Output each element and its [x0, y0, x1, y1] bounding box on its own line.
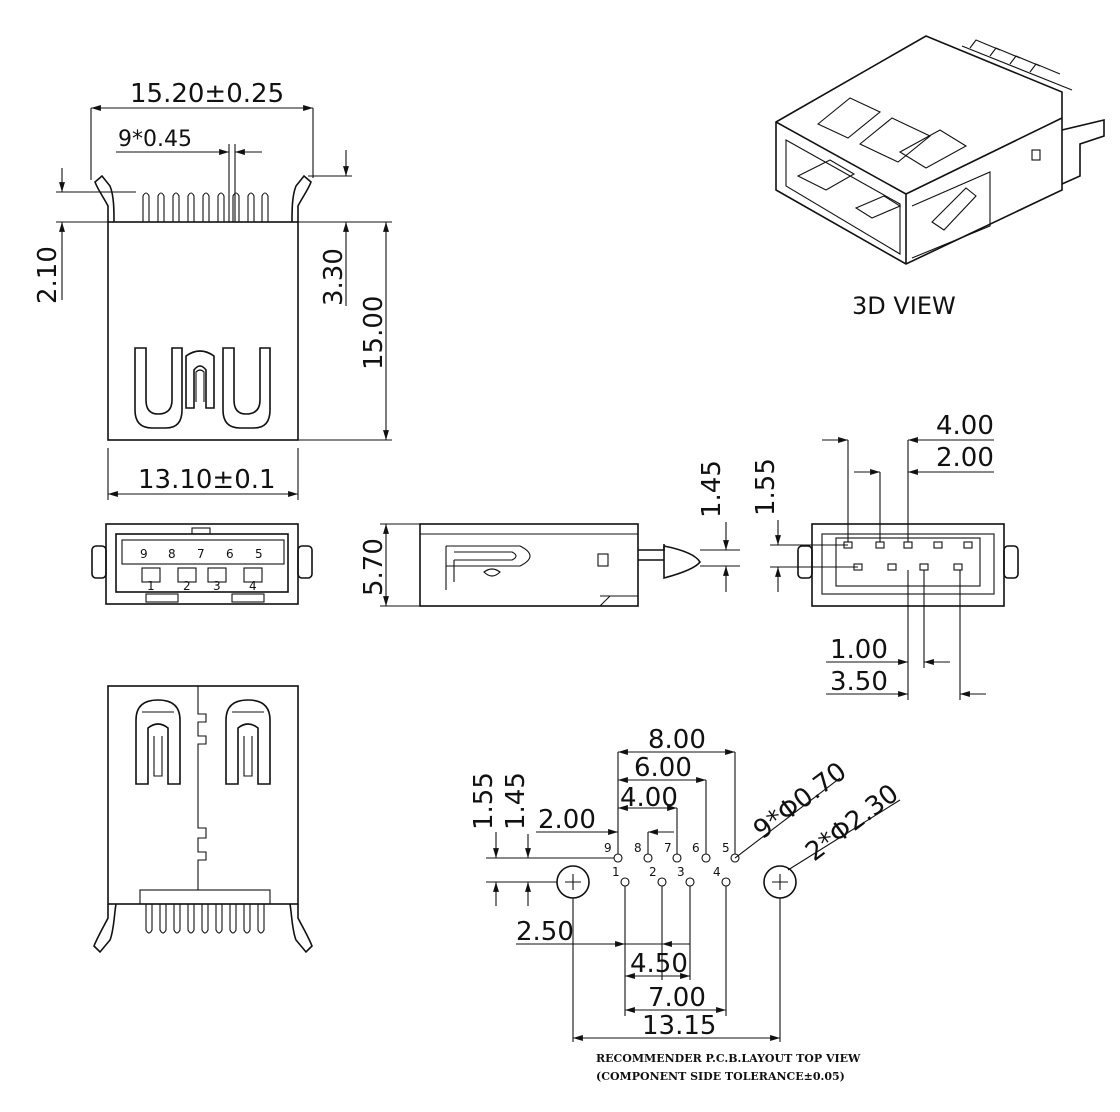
body-height-dim: 15.00	[359, 296, 389, 370]
pin-pitch-dim: 9*0.45	[118, 127, 192, 152]
front-pin-5: 5	[255, 547, 263, 561]
body-width-dim: 13.10±0.1	[138, 465, 276, 495]
end-dim-4: 4.00	[936, 411, 994, 441]
iso-view: 3D VIEW	[775, 35, 1105, 320]
pcb-pin-1: 1	[612, 865, 620, 879]
pcb-dim-7: 7.00	[648, 983, 706, 1013]
pcb-holes	[556, 853, 797, 899]
pcb-pin-6: 6	[692, 841, 700, 855]
front-pin-4: 4	[249, 579, 257, 593]
end-dim-2: 2.00	[936, 443, 994, 473]
pcb-pin-9: 9	[604, 841, 612, 855]
pcb-pin-8: 8	[634, 841, 642, 855]
left-height-dim: 2.10	[33, 246, 63, 304]
right-height-dim: 3.30	[319, 248, 349, 306]
side-view: 5.70	[359, 523, 701, 607]
top-view: 15.20±0.25 9*0.45 2.10 3.30 15.00 13.10±…	[33, 79, 392, 500]
front-pin-1: 1	[147, 579, 155, 593]
pcb-dim-145: 1.45	[501, 772, 531, 830]
iso-label: 3D VIEW	[852, 292, 956, 320]
pcb-pin-2: 2	[649, 865, 657, 879]
side-height-dim: 5.70	[359, 538, 389, 596]
side-view-outline	[419, 523, 639, 607]
pcb-dim-25: 2.50	[516, 917, 574, 947]
pcb-dim-6: 6.00	[634, 753, 692, 783]
front-pin-7: 7	[197, 547, 205, 561]
bottom-view-pins	[145, 904, 265, 934]
bottom-view	[93, 685, 313, 954]
end-dim-155: 1.55	[751, 458, 781, 516]
pcb-pin-5: 5	[722, 841, 730, 855]
end-dim-35: 3.50	[830, 667, 888, 697]
pcb-dim-155: 1.55	[469, 772, 499, 830]
pin-end-view: 4.00 2.00 1.55 1.00 3.50	[751, 411, 1019, 700]
pcb-dim-1315: 13.15	[642, 1011, 716, 1041]
pcb-pin-7: 7	[664, 841, 672, 855]
front-view: 9 8 7 6 5 1 2 3 4	[91, 523, 313, 605]
front-pin-9: 9	[140, 547, 148, 561]
pcb-note-line1: RECOMMENDER P.C.B.LAYOUT TOP VIEW	[596, 1052, 861, 1065]
pcb-pin-4: 4	[713, 865, 721, 879]
front-pin-6: 6	[226, 547, 234, 561]
pcb-dim-8: 8.00	[648, 725, 706, 755]
top-view-pins	[142, 192, 269, 222]
end-dim-1: 1.00	[830, 635, 888, 665]
top-width-dim: 15.20±0.25	[130, 79, 284, 109]
pcb-pin-3: 3	[677, 865, 685, 879]
front-pin-8: 8	[168, 547, 176, 561]
front-pin-3: 3	[213, 579, 221, 593]
pcb-layout: 9 8 7 6 5 1 2 3 4 8.00 6.00 4.00 2.00 1.…	[469, 725, 904, 1083]
pcb-dim-45: 4.50	[630, 949, 688, 979]
pcb-dim-4: 4.00	[620, 783, 678, 813]
pcb-dim-2: 2.00	[538, 805, 596, 835]
end-dim-145: 1.45	[697, 460, 727, 518]
front-pin-2: 2	[183, 579, 191, 593]
pcb-note-line2: (COMPONENT SIDE TOLERANCE±0.05)	[596, 1070, 845, 1083]
